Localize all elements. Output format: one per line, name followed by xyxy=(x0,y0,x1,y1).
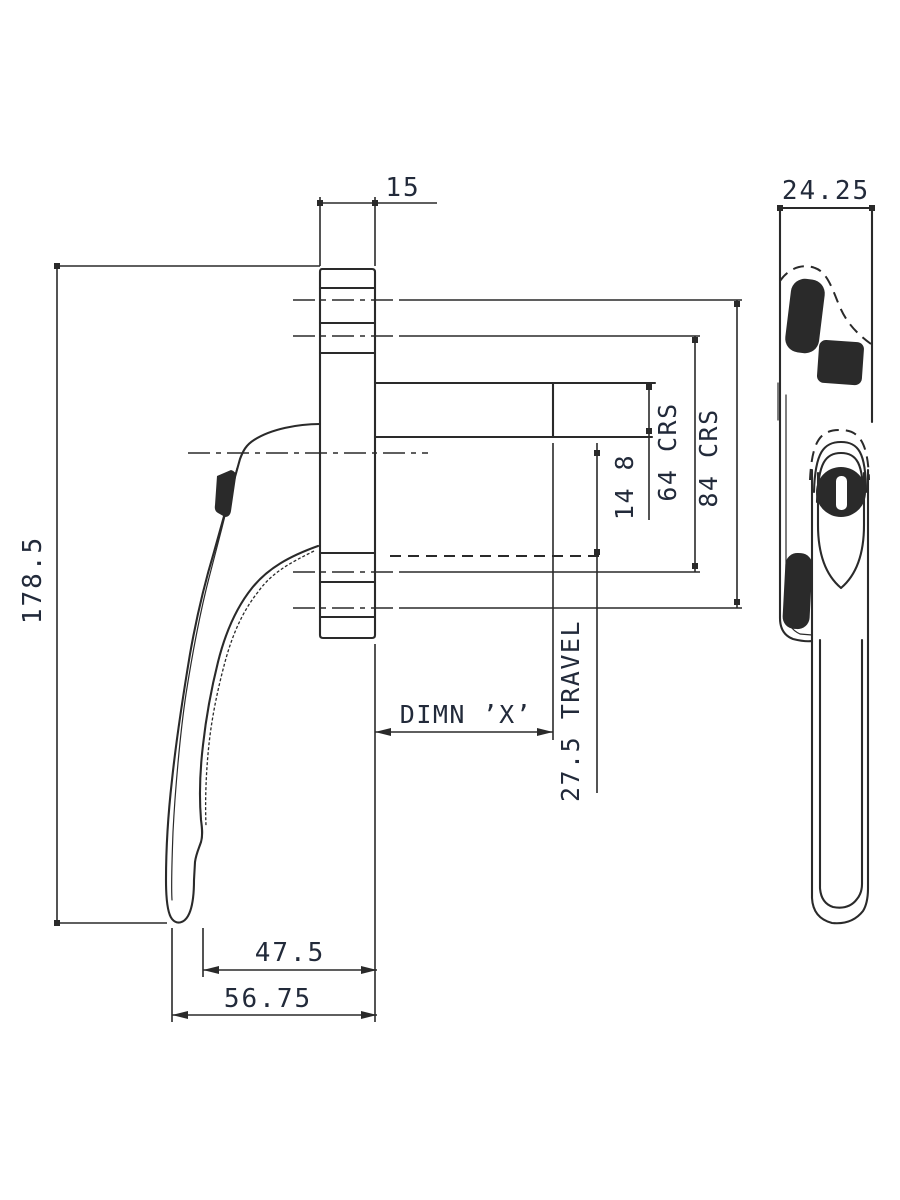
side-left-edge xyxy=(778,206,814,643)
dim-handle-depth: 24.25 xyxy=(777,176,875,211)
dim-label-84-crs: 84 CRS xyxy=(694,408,723,507)
dim-tick xyxy=(54,263,60,269)
handle-lever-side xyxy=(809,428,870,925)
dim-travel: 27.5 TRAVEL xyxy=(556,443,600,802)
dim-tick xyxy=(317,200,323,206)
lever-thumb-recess xyxy=(816,471,866,590)
dim-tick xyxy=(692,563,698,569)
side-hidden-neck-curve xyxy=(779,265,872,345)
dim-arrow-left xyxy=(375,728,391,736)
lever-outer-outline xyxy=(810,468,870,925)
dim-arrow-right xyxy=(537,728,553,736)
dim-label-24-25: 24.25 xyxy=(782,176,870,206)
handle-inner-blend-line xyxy=(204,550,315,827)
dim-label-64-crs: 64 CRS xyxy=(653,402,682,501)
spindle xyxy=(373,381,657,439)
dimensions: 15 24.25 178.5 14 8 xyxy=(18,173,875,1022)
dim-arrow-left xyxy=(203,966,219,974)
side-view xyxy=(777,206,874,925)
dim-tick xyxy=(777,205,783,211)
dim-label-15: 15 xyxy=(385,173,420,203)
handle-button xyxy=(214,470,236,517)
dim-tick xyxy=(734,301,740,307)
grip-pad-lower xyxy=(782,552,813,630)
backplate-outline xyxy=(318,267,377,640)
dim-flange-width: 15 xyxy=(317,173,437,266)
dim-label-14-8: 14 8 xyxy=(610,454,639,520)
handle-lever-front xyxy=(164,422,322,924)
dim-fixing-centres-inner: 64 CRS xyxy=(402,335,700,573)
dim-tick xyxy=(594,549,600,555)
dim-tick xyxy=(646,384,652,390)
dim-label-travel: 27.5 TRAVEL xyxy=(556,620,585,802)
dim-label-dimn-x: DIMN ’X’ xyxy=(400,700,532,729)
front-view xyxy=(164,267,657,924)
dim-tick xyxy=(646,428,652,434)
dim-label-56-75: 56.75 xyxy=(224,984,312,1014)
dim-tick xyxy=(54,920,60,926)
lock-boss-arc-inner xyxy=(815,451,865,504)
lock-boss-arc-outer xyxy=(812,440,868,494)
dim-tick xyxy=(734,599,740,605)
dim-dimension-x: DIMN ’X’ xyxy=(374,443,554,1022)
dim-overall-projection: 56.75 xyxy=(171,928,377,1022)
dim-fixing-centres-outer: 84 CRS xyxy=(402,299,742,609)
handle-edge-double-line xyxy=(170,467,238,901)
dim-label-47-5: 47.5 xyxy=(255,938,326,968)
dim-tick xyxy=(692,337,698,343)
dim-spindle-section: 14 8 xyxy=(610,383,652,520)
dim-tick xyxy=(372,200,378,206)
dim-tick xyxy=(869,205,875,211)
dim-grip-offset: 47.5 xyxy=(202,928,377,977)
grip-pad-middle xyxy=(816,339,864,386)
side-view-dark-features xyxy=(782,278,864,630)
dim-arrow-left xyxy=(172,1011,188,1019)
dim-label-178-5: 178.5 xyxy=(18,536,48,624)
backplate-side xyxy=(777,206,874,643)
dim-arrow-right xyxy=(361,966,377,974)
grip-pad-upper xyxy=(785,278,825,354)
lock-boss-hidden-arc xyxy=(809,428,870,481)
dim-arrow-right xyxy=(361,1011,377,1019)
screw-centerlines xyxy=(293,299,402,609)
lock-keyway xyxy=(836,476,847,510)
lever-inner-outline xyxy=(818,638,864,909)
dim-overall-length: 178.5 xyxy=(18,263,320,926)
backplate-front xyxy=(318,267,377,640)
dim-tick xyxy=(594,450,600,456)
